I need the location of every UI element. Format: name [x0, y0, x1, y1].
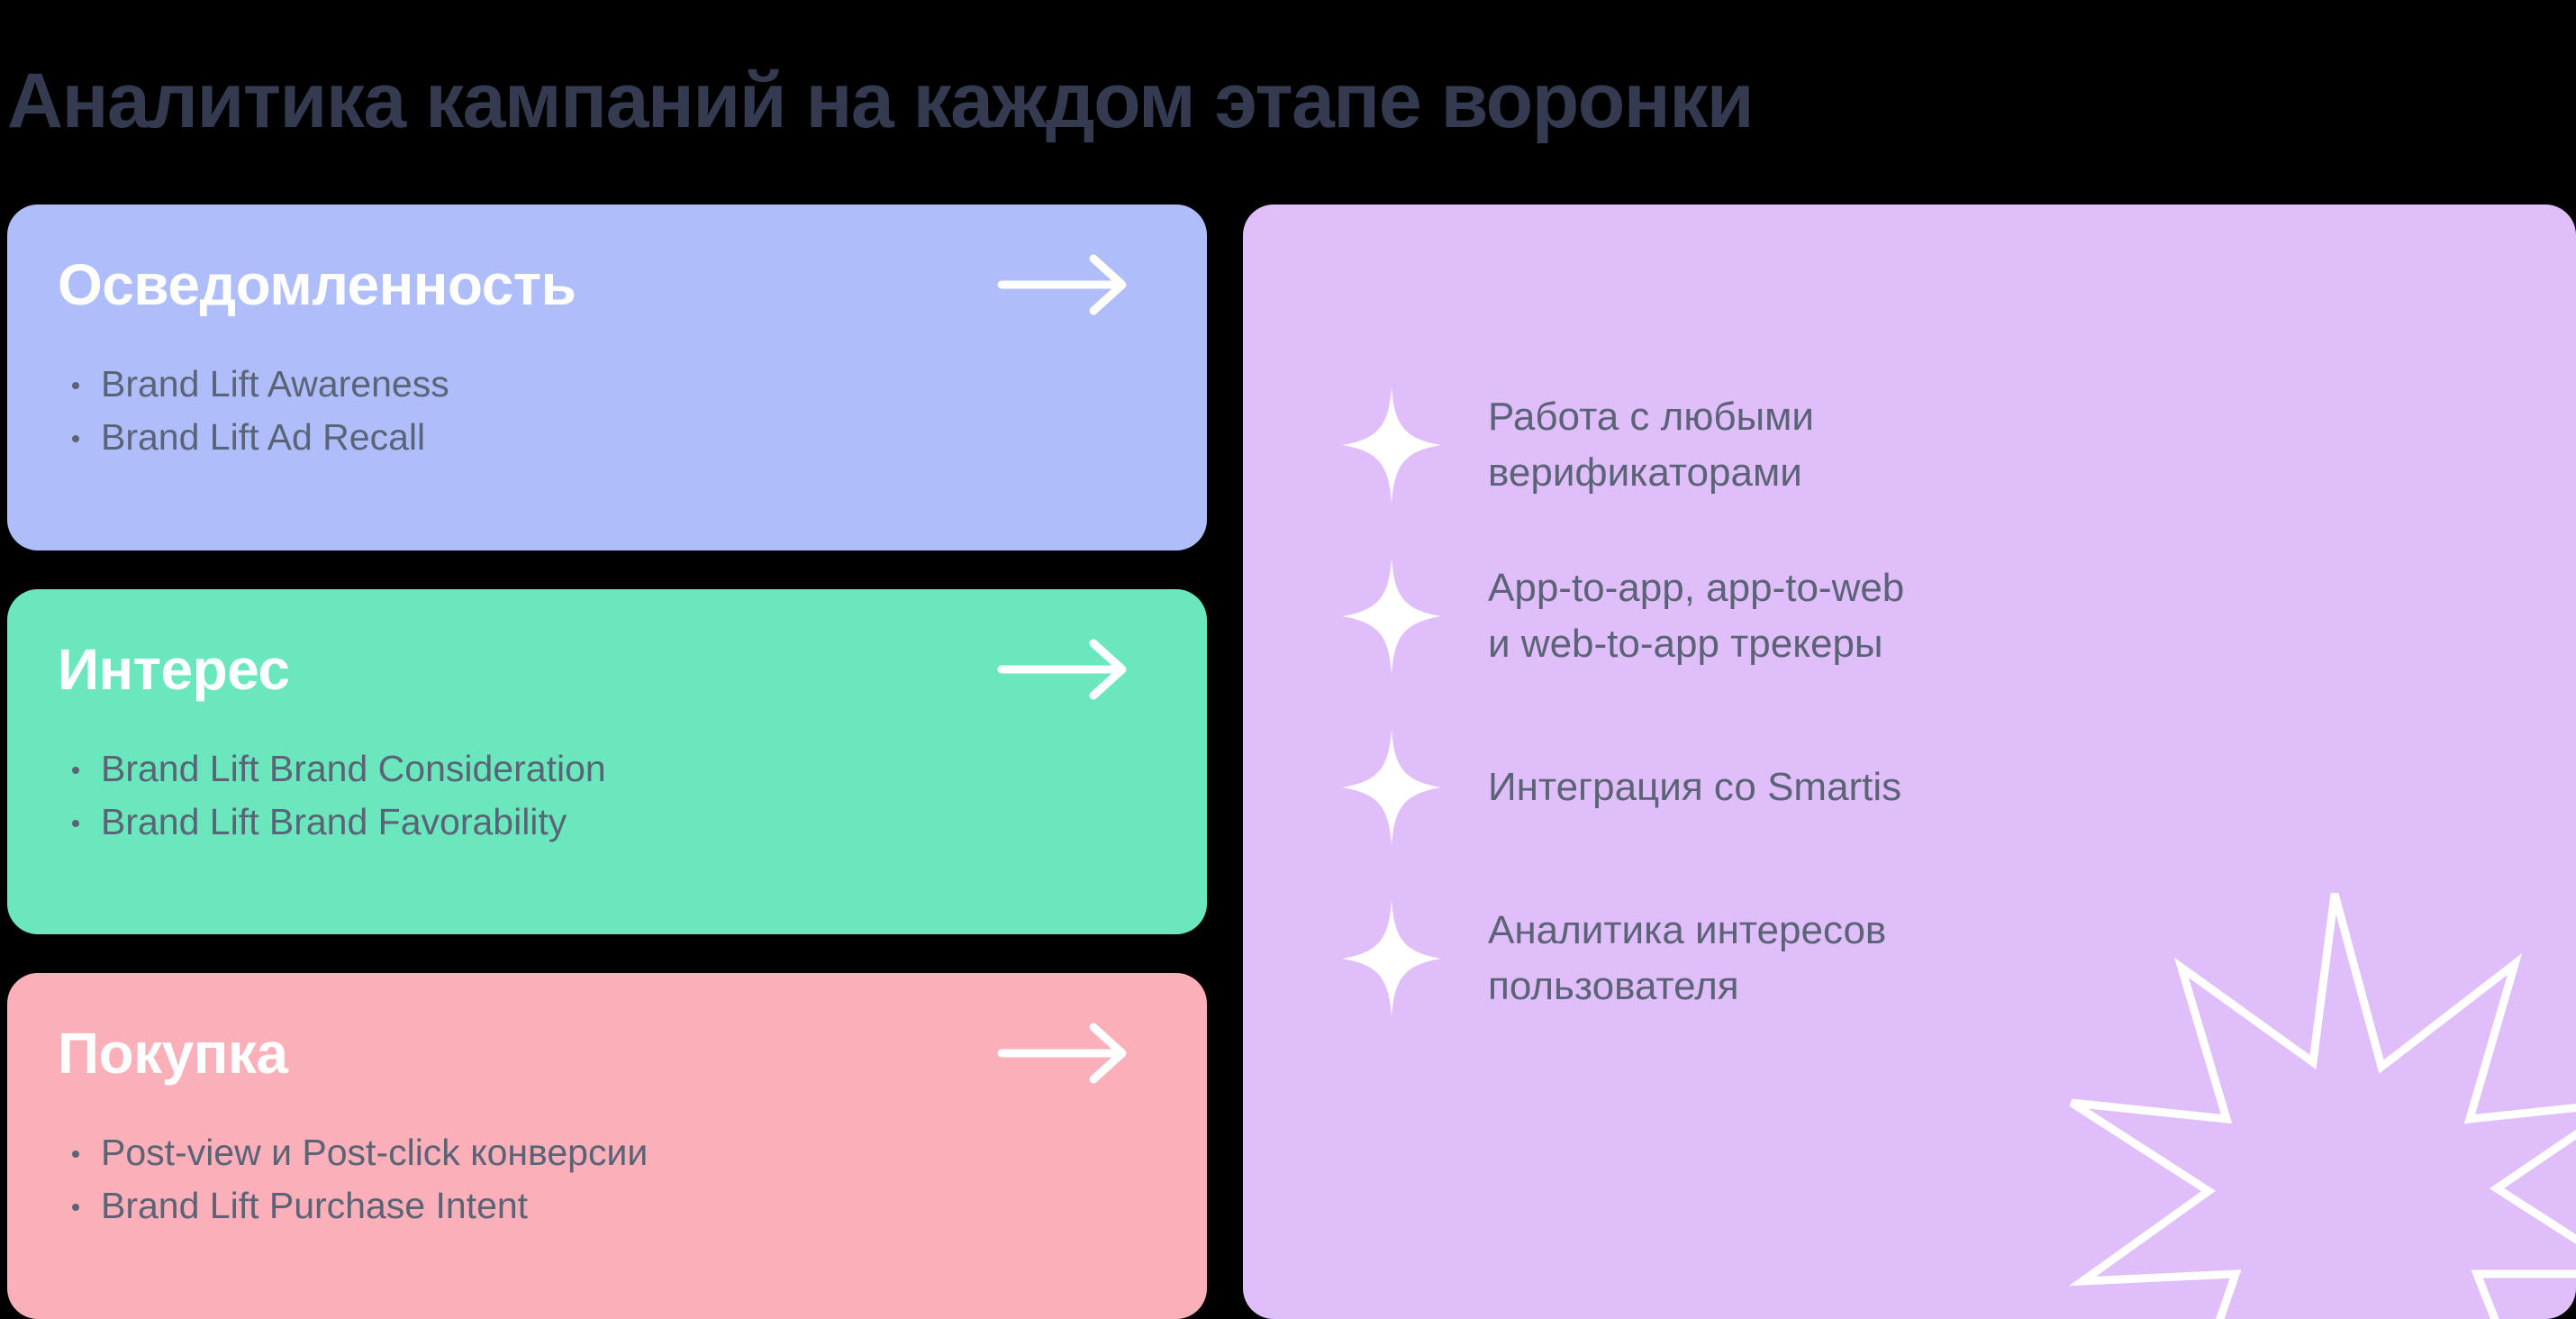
arrow-right-icon[interactable]: [993, 251, 1137, 318]
sparkle-icon: [1342, 387, 1441, 504]
feature-item: App-to-app, app-to-web и web-to-app трек…: [1342, 558, 2522, 675]
feature-text: App-to-app, app-to-web и web-to-app трек…: [1488, 560, 1904, 672]
feature-item: Интеграция со Smartis: [1342, 729, 2522, 846]
feature-text: Работа с любыми верификаторами: [1488, 389, 1814, 501]
funnel-metric-item: Brand Lift Ad Recall: [58, 411, 1156, 464]
funnel-metric-list: Post-view и Post-click конверсии Brand L…: [58, 1126, 1156, 1233]
funnel-metric-item: Brand Lift Awareness: [58, 358, 1156, 411]
feature-list: Работа с любыми верификаторами App-to-ap…: [1342, 387, 2522, 1017]
arrow-right-icon[interactable]: [993, 636, 1137, 703]
sparkle-icon: [1342, 729, 1441, 846]
feature-text-line: Работа с любыми: [1488, 395, 1814, 439]
funnel-card-title: Интерес: [58, 636, 290, 702]
funnel-card-header: Интерес: [58, 636, 1156, 703]
funnel-card-awareness[interactable]: Осведомленность Brand Lift Awareness Bra…: [7, 205, 1207, 550]
funnel-card-title: Покупка: [58, 1021, 288, 1087]
feature-text-line: Интеграция со Smartis: [1488, 765, 1902, 809]
feature-item: Работа с любыми верификаторами: [1342, 387, 2522, 504]
feature-text-line: верификаторами: [1488, 450, 1802, 495]
feature-text-line: App-to-app, app-to-web: [1488, 566, 1905, 610]
funnel-stage-list: Осведомленность Brand Lift Awareness Bra…: [7, 205, 1207, 1319]
funnel-card-header: Покупка: [58, 1020, 1156, 1087]
arrow-right-icon[interactable]: [993, 1020, 1137, 1087]
feature-text: Аналитика интересов пользователя: [1488, 903, 1886, 1014]
feature-text-line: и web-to-app трекеры: [1488, 622, 1883, 666]
features-panel: Работа с любыми верификаторами App-to-ap…: [1243, 205, 2576, 1319]
feature-item: Аналитика интересов пользователя: [1342, 900, 2522, 1017]
funnel-metric-list: Brand Lift Awareness Brand Lift Ad Recal…: [58, 358, 1156, 464]
funnel-card-title: Осведомленность: [58, 252, 576, 317]
feature-text-line: Аналитика интересов: [1488, 908, 1887, 952]
sparkle-icon: [1342, 558, 1441, 675]
funnel-card-interest[interactable]: Интерес Brand Lift Brand Consideration B…: [7, 588, 1207, 935]
feature-text: Интеграция со Smartis: [1488, 760, 1901, 815]
funnel-card-purchase[interactable]: Покупка Post-view и Post-click конверсии…: [7, 973, 1207, 1319]
sparkle-icon: [1342, 900, 1441, 1017]
funnel-metric-item: Brand Lift Purchase Intent: [58, 1179, 1156, 1233]
feature-text-line: пользователя: [1488, 964, 1739, 1008]
funnel-metric-item: Brand Lift Brand Favorability: [58, 796, 1156, 849]
funnel-metric-list: Brand Lift Brand Consideration Brand Lif…: [58, 742, 1156, 849]
page-title: Аналитика кампаний на каждом этапе ворон…: [7, 57, 1755, 144]
funnel-metric-item: Post-view и Post-click конверсии: [58, 1126, 1156, 1179]
funnel-card-header: Осведомленность: [58, 251, 1156, 318]
funnel-metric-item: Brand Lift Brand Consideration: [58, 742, 1156, 796]
